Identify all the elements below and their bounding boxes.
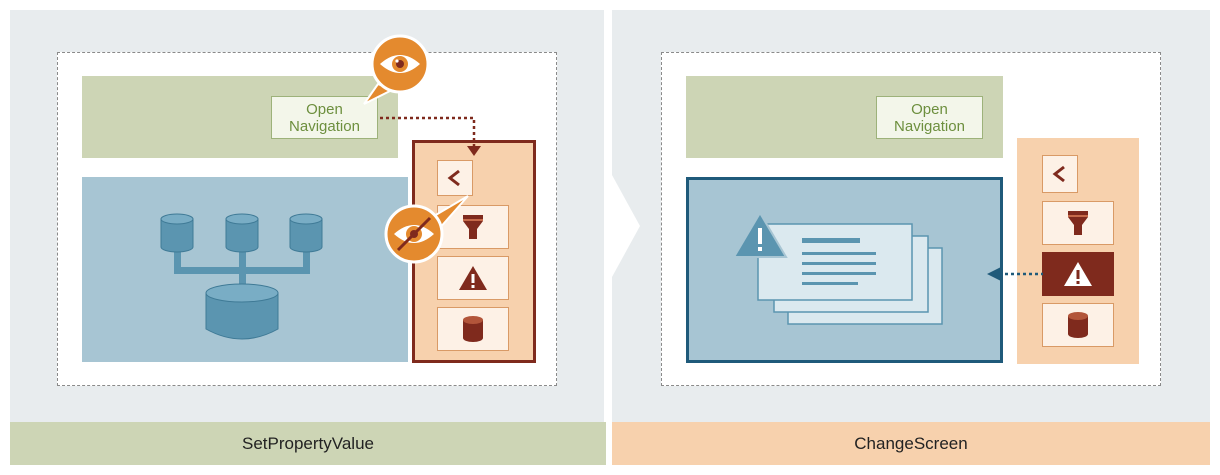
back-chevron-icon <box>447 169 460 187</box>
set-property-value-label: SetPropertyValue <box>242 433 374 453</box>
left-caption-bar: SetPropertyValue <box>10 422 606 465</box>
left-warning-button[interactable] <box>437 256 509 300</box>
open-navigation-line-1: Open <box>911 100 948 118</box>
left-open-navigation-button[interactable]: Open Navigation <box>271 96 378 139</box>
visible-eye-badge <box>363 34 430 105</box>
document-stack-icon <box>732 211 943 325</box>
right-back-button[interactable] <box>1042 155 1078 193</box>
open-navigation-line-2: Navigation <box>289 117 360 135</box>
database-network-icon <box>160 213 323 340</box>
right-database-button[interactable] <box>1042 303 1114 347</box>
warning-icon <box>459 266 487 290</box>
left-back-button[interactable] <box>437 160 473 196</box>
change-screen-label: ChangeScreen <box>854 433 968 453</box>
open-navigation-line-2: Navigation <box>894 117 965 135</box>
right-warning-button-active[interactable] <box>1042 252 1114 296</box>
funnel-icon <box>463 215 483 239</box>
database-icon <box>1068 312 1088 338</box>
back-chevron-icon <box>1052 165 1065 183</box>
hidden-eye-badge <box>384 195 469 264</box>
database-icon <box>463 316 483 342</box>
open-navigation-arrow <box>380 116 481 156</box>
left-database-button[interactable] <box>437 307 509 351</box>
transition-chevron-icon <box>604 10 640 422</box>
funnel-icon <box>1068 211 1088 235</box>
warning-icon <box>1064 262 1092 286</box>
change-screen-arrow <box>987 267 1043 281</box>
right-caption-bar: ChangeScreen <box>612 422 1210 465</box>
right-open-navigation-button[interactable]: Open Navigation <box>876 96 983 139</box>
right-funnel-button[interactable] <box>1042 201 1114 245</box>
open-navigation-line-1: Open <box>306 100 343 118</box>
